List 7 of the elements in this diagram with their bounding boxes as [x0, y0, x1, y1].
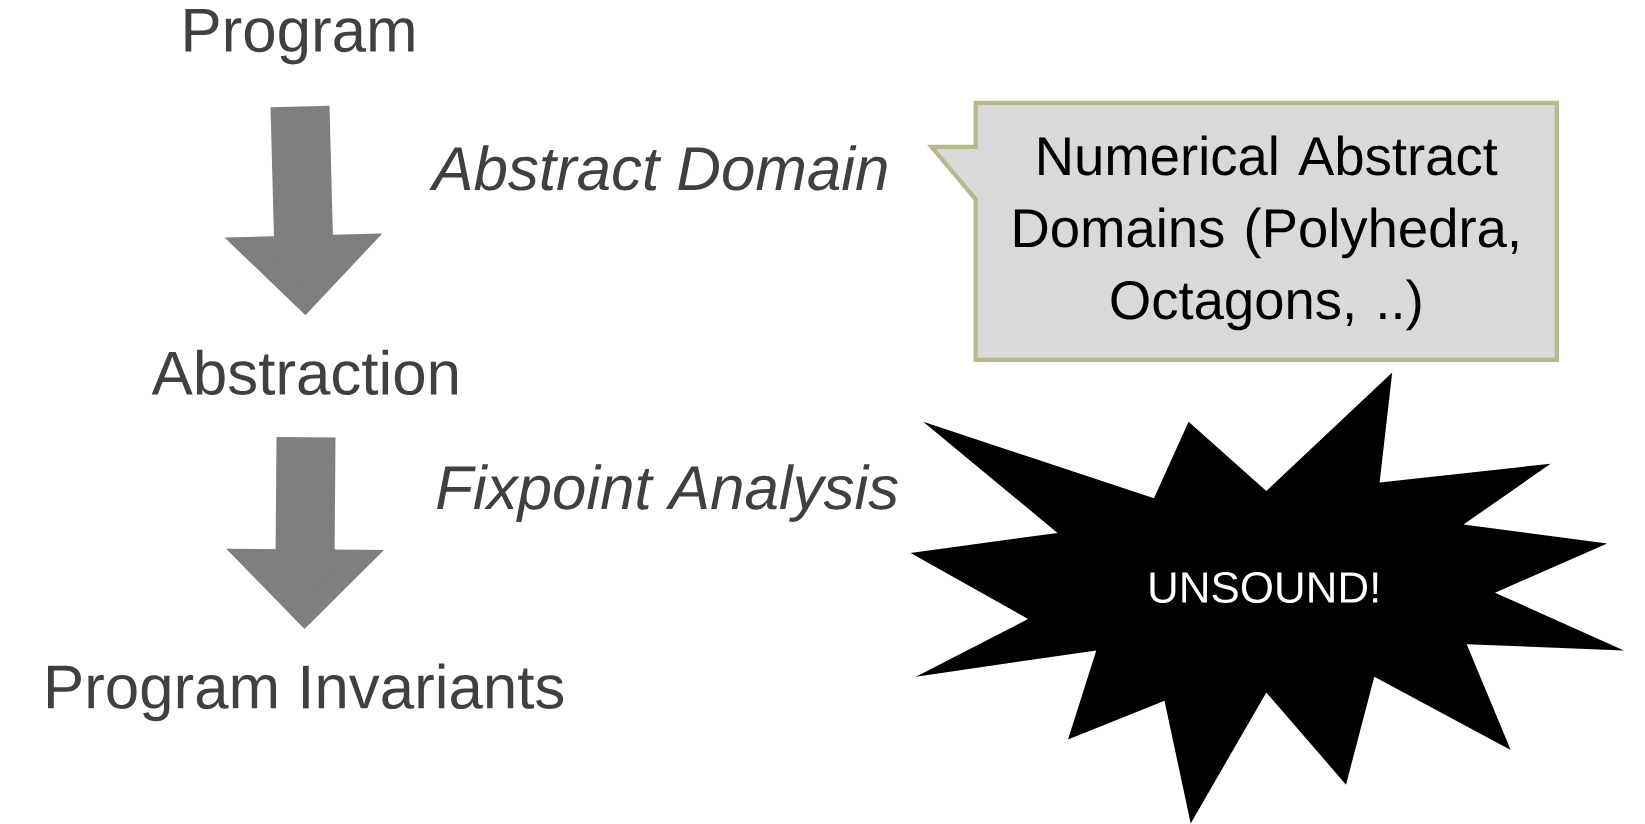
label-text: Abstraction [151, 349, 457, 396]
label-text: Program [185, 9, 414, 65]
starburst: UNSOUND! [910, 372, 1624, 824]
label-text: Program Invariants [48, 663, 564, 722]
callout-box: Numerical Abstract Domains (Polyhedra, Octagons, ..) [927, 100, 1559, 362]
edge-label: Abstract Domain [429, 145, 887, 191]
edge-label: Fixpoint Analysis [437, 464, 898, 522]
